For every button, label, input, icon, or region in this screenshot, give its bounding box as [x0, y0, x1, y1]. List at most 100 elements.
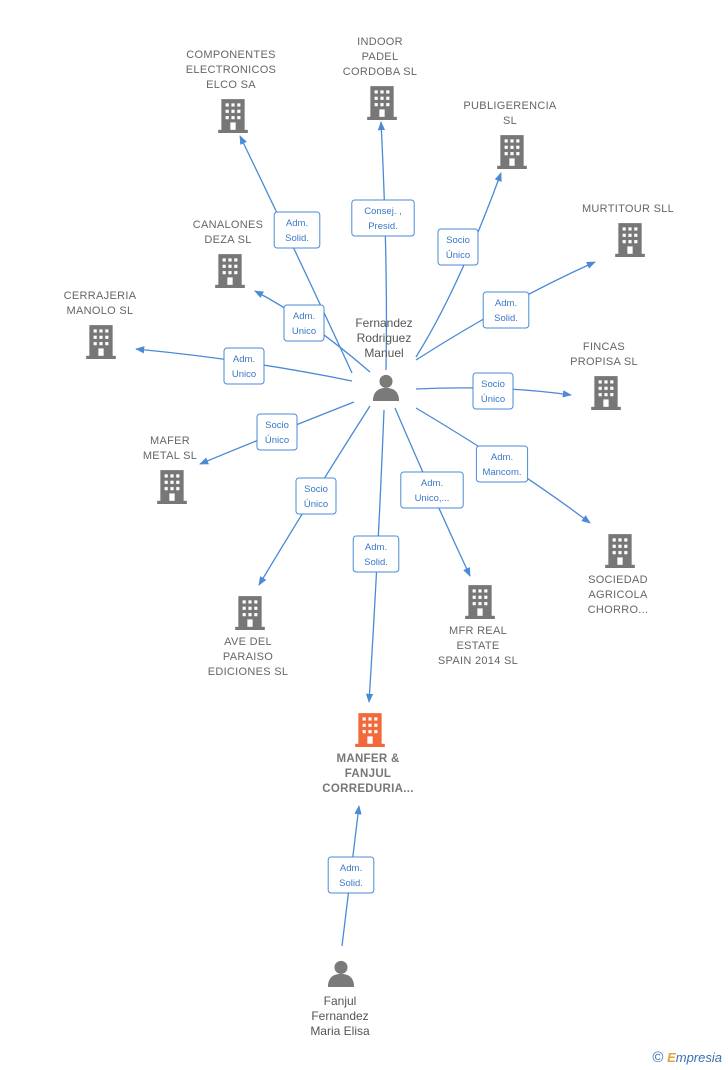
company-node-c4[interactable]: MURTITOUR SLL	[582, 203, 674, 257]
relation-label-text: Adm.	[340, 863, 362, 874]
company-name-line: PROPISA SL	[570, 356, 638, 368]
company-node-c11[interactable]: MFR REAL ESTATE SPAIN 2014 SL	[438, 585, 518, 667]
brand-logo-text: mpresia	[675, 1050, 722, 1065]
relation-label-text: Adm.	[491, 452, 513, 463]
company-node-c2[interactable]: INDOOR PADEL CORDOBA SL	[343, 36, 418, 120]
building-icon	[86, 325, 116, 359]
relation-label-text: Socio	[265, 420, 289, 431]
copyright-icon: ©	[652, 1049, 664, 1066]
building-icon	[367, 86, 397, 120]
company-name-line: PADEL	[362, 51, 399, 63]
company-name-line: MANOLO SL	[67, 305, 134, 317]
relation-label-text: Solid.	[494, 313, 518, 324]
relation-label-text: Único	[304, 499, 328, 510]
building-icon	[235, 596, 265, 630]
company-name-line: FINCAS	[583, 341, 625, 353]
building-icon	[218, 99, 248, 133]
company-name-line: COMPONENTES	[186, 49, 275, 61]
relation-label-text: Unico	[232, 369, 256, 380]
company-name-line: CORDOBA SL	[343, 66, 418, 78]
company-name-line: SL	[503, 115, 517, 127]
brand-logo-initial: E	[667, 1050, 676, 1065]
person-icon	[372, 374, 400, 401]
company-name-line: AVE DEL	[224, 636, 272, 648]
relation-label-text: Único	[481, 394, 505, 405]
company-node-c12[interactable]: MANFER & FANJUL CORREDURIA...	[322, 713, 413, 795]
relation-label-p1-c6[interactable]: Adm. Unico	[223, 347, 265, 385]
building-icon	[497, 135, 527, 169]
company-name-line: METAL SL	[143, 450, 197, 462]
company-name-line: INDOOR	[357, 36, 403, 48]
company-node-c5[interactable]: CANALONES DEZA SL	[193, 219, 264, 288]
company-name-line: MANFER &	[336, 753, 399, 765]
building-icon	[355, 713, 385, 747]
relation-label-p1-c9[interactable]: Adm. Mancom.	[475, 445, 529, 483]
company-name-line: DEZA SL	[204, 234, 251, 246]
relation-label-text: Solid.	[364, 557, 388, 568]
relation-edge-p1-c2	[377, 121, 388, 371]
company-name-line: SOCIEDAD	[588, 574, 648, 586]
company-name-line: CERRAJERIA	[64, 290, 137, 302]
relation-edge-p1-c3	[415, 172, 502, 358]
relation-label-text: Adm.	[495, 298, 517, 309]
company-name-line: CHORRO...	[588, 604, 649, 616]
relation-label-p1-c2[interactable]: Consej. , Presid.	[351, 199, 415, 237]
relation-label-p1-c11[interactable]: Adm. Unico,...	[400, 471, 464, 509]
company-name-line: PARAISO	[223, 651, 273, 663]
relation-label-text: Unico,...	[415, 493, 450, 504]
company-node-c9[interactable]: SOCIEDADAGRICOLACHORRO...	[588, 534, 649, 616]
company-name-line: FANJUL	[345, 768, 392, 780]
relation-label-text: Presid.	[368, 221, 398, 232]
relation-label-p1-c4[interactable]: Adm. Solid.	[482, 291, 530, 329]
relation-label-p1-c5[interactable]: Adm.Unico	[283, 304, 325, 342]
building-icon	[615, 223, 645, 257]
relation-label-text: Socio	[446, 235, 470, 246]
relation-label-text: Mancom.	[482, 467, 521, 478]
person-name-line: Fernandez	[355, 316, 412, 330]
person-name-line: Fanjul	[324, 994, 357, 1008]
relation-label-p2-c12[interactable]: Adm.Solid.	[327, 856, 375, 894]
relation-label-text: Socio	[304, 484, 328, 495]
company-node-c7[interactable]: FINCAS PROPISA SL	[570, 341, 638, 410]
company-name-line: MURTITOUR SLL	[582, 203, 674, 215]
company-name-line: EDICIONES SL	[208, 666, 289, 678]
building-icon	[157, 470, 187, 504]
company-name-line: ELCO SA	[206, 79, 256, 91]
building-icon	[465, 585, 495, 619]
relation-label-text: Único	[446, 250, 470, 261]
company-name-line: ESTATE	[457, 640, 500, 652]
relation-label-text: Adm.	[421, 478, 443, 489]
company-name-line: ELECTRONICOS	[186, 64, 276, 76]
relation-label-text: Adm.	[365, 542, 387, 553]
relation-label-p1-c12[interactable]: Adm. Solid.	[352, 535, 400, 573]
footer-brand[interactable]: © Empresia	[652, 1049, 722, 1066]
relation-label-text: Adm.	[233, 354, 255, 365]
company-node-c6[interactable]: CERRAJERIA MANOLO SL	[64, 290, 137, 359]
person-name-line: Maria Elisa	[310, 1024, 370, 1038]
relation-label-text: Adm.	[286, 218, 308, 229]
relation-label-p1-c1[interactable]: Adm.Solid.	[273, 211, 321, 249]
building-icon	[605, 534, 635, 568]
company-name-line: CORREDURIA...	[322, 783, 413, 795]
company-node-c10[interactable]: AVE DEL PARAISO EDICIONES SL	[208, 596, 289, 678]
person-name-line: Manuel	[364, 346, 403, 360]
company-name-line: CANALONES	[193, 219, 264, 231]
relation-label-text: Consej. ,	[364, 206, 402, 217]
person-name-line: Rodriguez	[357, 331, 412, 345]
person-icon	[327, 960, 355, 987]
company-name-line: MFR REAL	[449, 625, 507, 637]
building-icon	[215, 254, 245, 288]
relation-edge-p1-c1	[239, 135, 353, 374]
company-name-line: SPAIN 2014 SL	[438, 655, 518, 667]
company-node-c1[interactable]: COMPONENTES ELECTRONICOS ELCO SA	[186, 49, 276, 133]
relation-label-text: Socio	[481, 379, 505, 390]
